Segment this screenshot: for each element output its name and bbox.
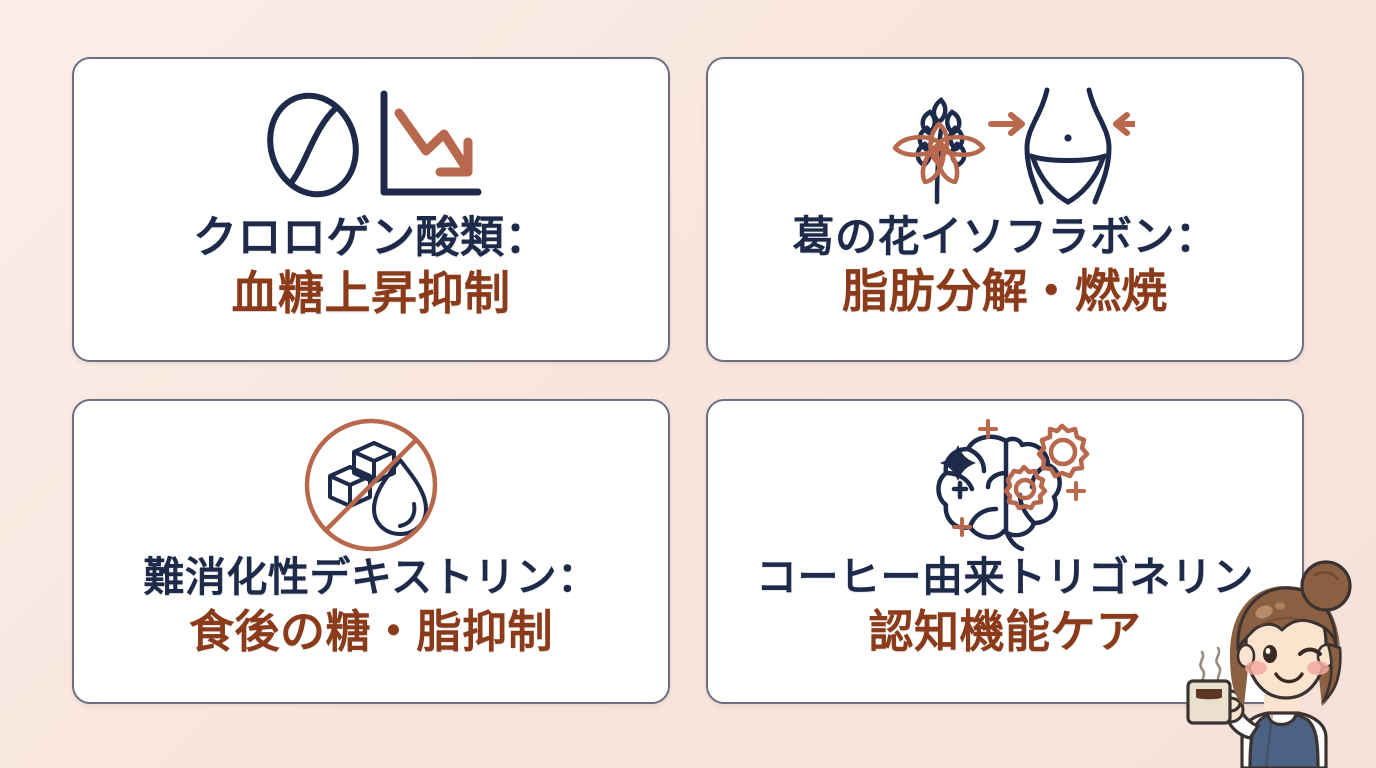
benefit-card-kudzu-flower-isoflavone[interactable]: 葛の花イソフラボン： 脂肪分解・燃焼 [706,57,1304,362]
benefit-card-chlorogenic-acid[interactable]: クロロゲン酸類： 血糖上昇抑制 [72,57,670,362]
card-subtitle: 食後の糖・脂抑制 [188,604,553,658]
benefit-card-indigestible-dextrin[interactable]: 難消化性デキストリン： 食後の糖・脂抑制 [72,399,670,704]
card-title: クロロゲン酸類： [193,212,549,263]
card-text-block: 葛の花イソフラボン： 脂肪分解・燃焼 [708,213,1302,318]
card-subtitle: 脂肪分解・燃焼 [842,264,1168,319]
benefit-card-coffee-trigonelline[interactable]: コーヒー由来トリゴネリン 認知機能ケア [706,399,1304,704]
no-sugar-no-fat-icon [296,415,446,555]
card-text-block: 難消化性デキストリン： 食後の糖・脂抑制 [74,553,668,658]
brain-gears-sparkle-icon [910,415,1100,555]
card-title: 葛の花イソフラボン： [792,212,1218,261]
flower-wheat-slim-waist-icon [875,77,1135,213]
card-subtitle: 血糖上昇抑制 [231,266,511,321]
card-text-block: クロロゲン酸類： 血糖上昇抑制 [74,213,668,320]
coffee-bean-declining-chart-icon [256,77,486,213]
card-title: コーヒー由来トリゴネリン [756,553,1254,601]
benefit-card-grid: クロロゲン酸類： 血糖上昇抑制 [72,57,1304,704]
card-text-block: コーヒー由来トリゴネリン 認知機能ケア [708,553,1302,658]
card-title: 難消化性デキストリン： [143,553,599,601]
card-subtitle: 認知機能ケア [868,604,1142,658]
